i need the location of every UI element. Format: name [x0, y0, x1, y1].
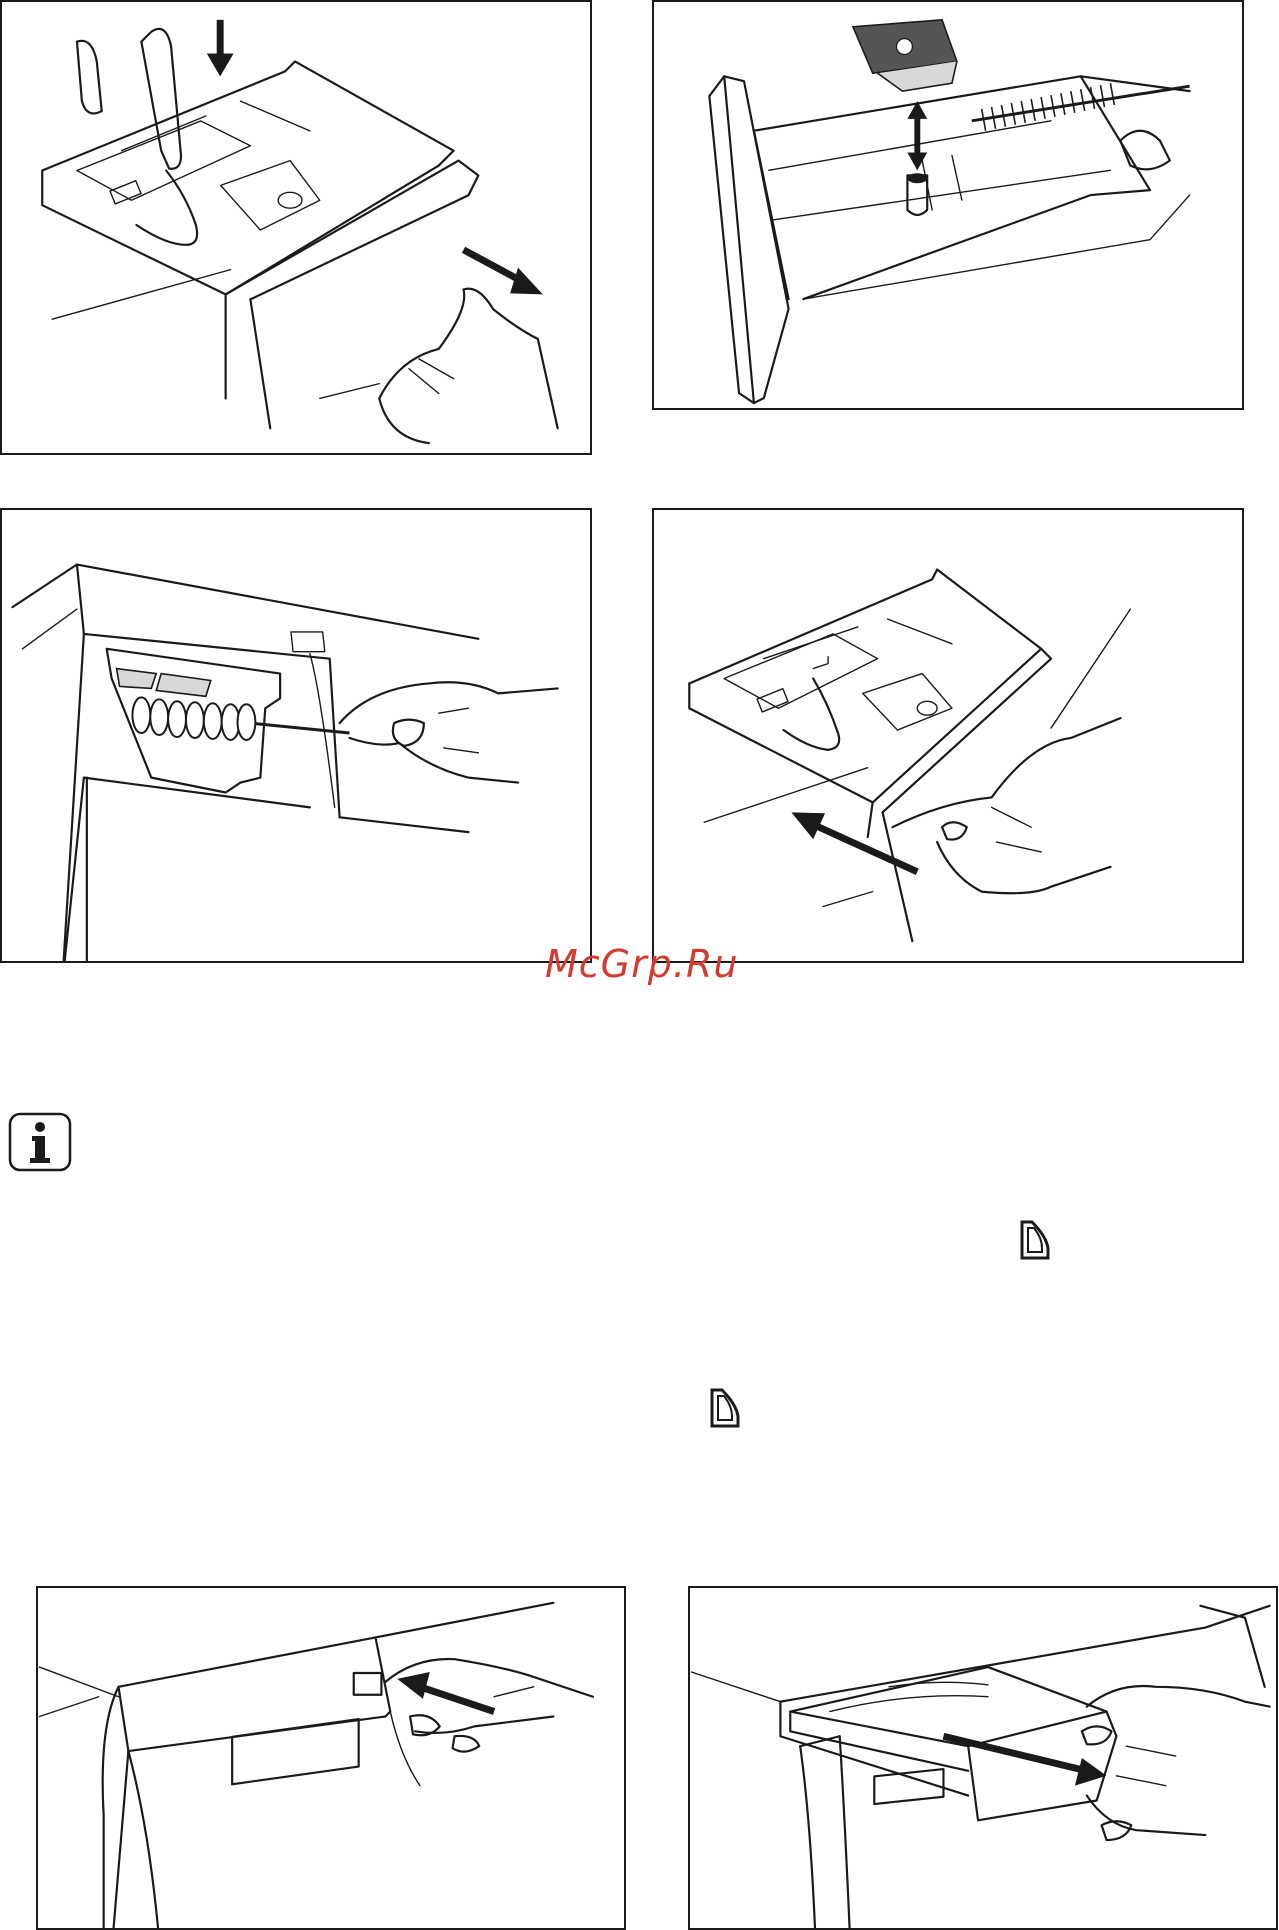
info-icon [8, 1112, 72, 1172]
figure-remove-cap-brush [652, 0, 1244, 410]
figure-press-lever-pull-drawer [0, 0, 592, 455]
figure-clean-drawer-recess [0, 508, 592, 963]
figure-press-button-open [36, 1586, 626, 1930]
figure-push-drawer-back [652, 508, 1244, 963]
button-press-illustration [38, 1588, 624, 1928]
liquid-detergent-flap-icon [1018, 1218, 1052, 1262]
liquid-detergent-flap-icon [708, 1386, 742, 1430]
brush-icon [972, 83, 1190, 131]
watermark: McGrp.Ru [545, 942, 738, 986]
drawer-pull-illustration [2, 2, 590, 453]
drawer-push-illustration [654, 510, 1242, 961]
cap-removal-illustration [654, 2, 1242, 408]
recess-cleaning-illustration [2, 510, 590, 961]
tray-pull-illustration [690, 1588, 1276, 1928]
figure-pull-drawer-tray [688, 1586, 1278, 1930]
brush-icon [132, 697, 349, 740]
